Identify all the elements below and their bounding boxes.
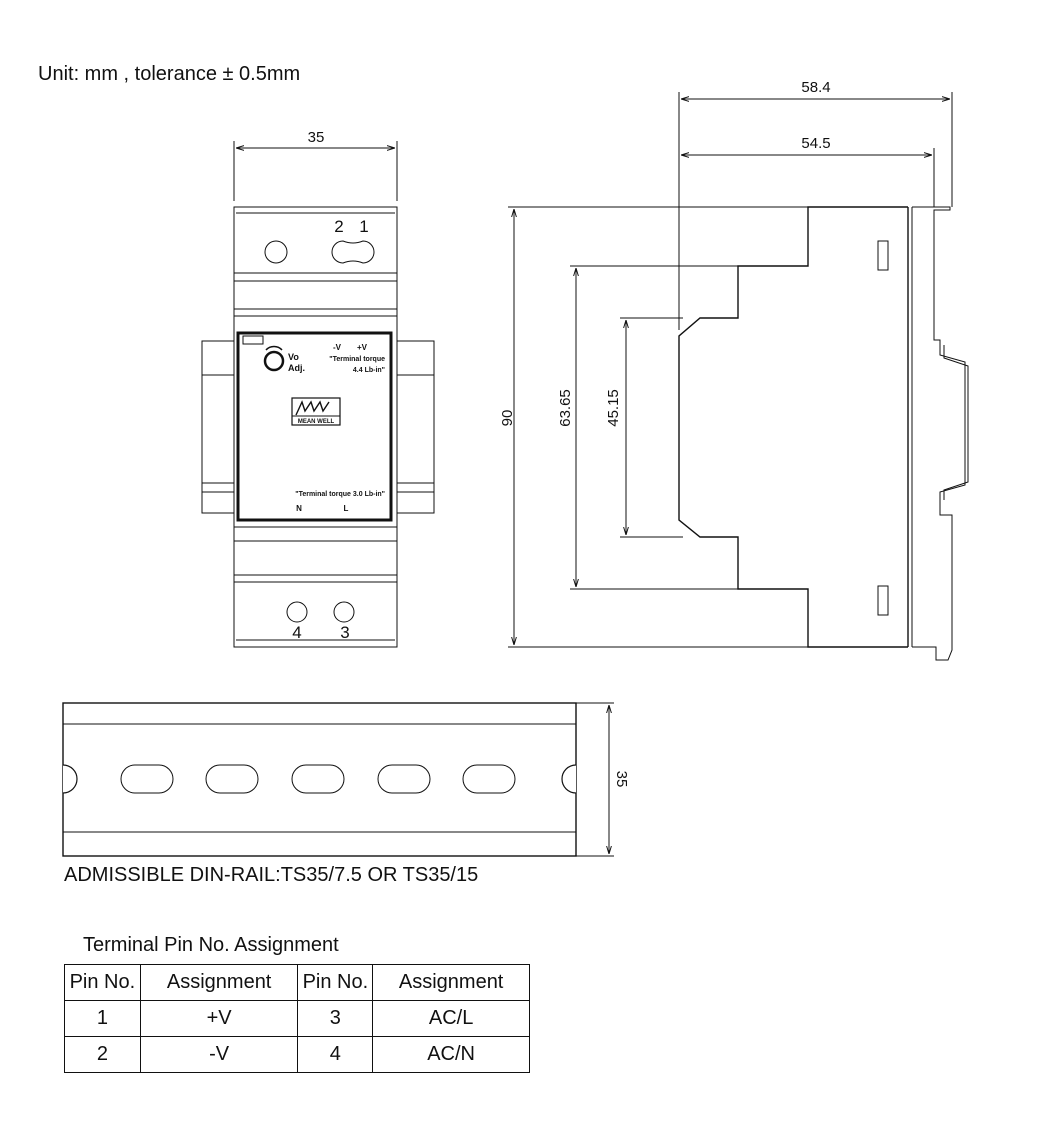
table-cell: 4 bbox=[297, 1036, 374, 1073]
terminal-label-1: 1 bbox=[359, 217, 368, 236]
vo-label: Vo bbox=[288, 352, 299, 362]
side-body-profile bbox=[678, 206, 908, 648]
header-cell: Pin No. bbox=[64, 964, 141, 1001]
unit-note: Unit: mm , tolerance ± 0.5mm bbox=[38, 63, 300, 85]
pin-table-title: Terminal Pin No. Assignment bbox=[83, 934, 339, 956]
din-rail-outline bbox=[62, 702, 577, 857]
side-slot-top bbox=[877, 240, 889, 271]
height-total-label: 90 bbox=[499, 410, 516, 427]
mean-well-logo-icon: MEAN WELL bbox=[291, 397, 341, 426]
side-view: 58.4 54.5 90 63.65 45.15 bbox=[499, 79, 969, 661]
table-header-row: Pin No. Assignment Pin No. Assignment bbox=[64, 964, 530, 1001]
rail-slot-3 bbox=[291, 764, 345, 794]
minus-v-label: -V bbox=[333, 343, 342, 352]
depth-total-label: 58.4 bbox=[801, 79, 830, 96]
table-cell: 3 bbox=[297, 1000, 374, 1037]
height-step-label: 63.65 bbox=[557, 389, 574, 427]
rail-height-label: 35 bbox=[613, 771, 630, 788]
table-cell: AC/L bbox=[372, 1000, 530, 1037]
terminal-label-4: 4 bbox=[292, 623, 301, 642]
table-cell: -V bbox=[139, 1036, 299, 1073]
rail-slot-5 bbox=[462, 764, 516, 794]
terminal-3-icon bbox=[333, 601, 355, 623]
table-cell: AC/N bbox=[372, 1036, 530, 1073]
header-cell: Pin No. bbox=[297, 964, 374, 1001]
din-rail-caption: ADMISSIBLE DIN-RAIL:TS35/7.5 OR TS35/15 bbox=[64, 864, 479, 886]
table-row: 1 +V 3 AC/L bbox=[64, 1000, 530, 1037]
front-label-panel bbox=[236, 331, 393, 522]
side-rail-clip bbox=[912, 206, 966, 661]
front-view: 35 2 1 Vo Adj. -V +V "Terminal torque 4 bbox=[201, 129, 435, 648]
pin-assignment-table: Pin No. Assignment Pin No. Assignment 1 … bbox=[64, 964, 530, 1073]
table-cell: 2 bbox=[64, 1036, 141, 1073]
torque-bottom-label: "Terminal torque 3.0 Lb-in" bbox=[295, 491, 385, 498]
l-label: L bbox=[344, 504, 349, 513]
terminal-label-3: 3 bbox=[340, 623, 349, 642]
side-slot-bottom bbox=[877, 585, 889, 616]
din-rail-view: 35 bbox=[62, 702, 630, 857]
torque-top-line-2: 4.4 Lb-in" bbox=[353, 367, 385, 374]
n-label: N bbox=[296, 504, 302, 513]
torque-top-line-1: "Terminal torque bbox=[329, 356, 385, 363]
depth-body-label: 54.5 bbox=[801, 135, 830, 152]
rail-slot-4 bbox=[377, 764, 431, 794]
vo-adjust-knob-icon bbox=[263, 350, 285, 372]
header-cell: Assignment bbox=[139, 964, 299, 1001]
table-cell: 1 bbox=[64, 1000, 141, 1037]
brand-text: MEAN WELL bbox=[298, 419, 335, 425]
table-row: 2 -V 4 AC/N bbox=[64, 1036, 530, 1073]
rail-slot-1 bbox=[120, 764, 174, 794]
header-cell: Assignment bbox=[372, 964, 530, 1001]
adj-label: Adj. bbox=[288, 363, 305, 373]
plus-v-label: +V bbox=[357, 343, 368, 352]
terminal-4-icon bbox=[286, 601, 308, 623]
height-inner-label: 45.15 bbox=[605, 389, 622, 427]
terminal-label-2: 2 bbox=[334, 217, 343, 236]
rail-slot-2 bbox=[205, 764, 259, 794]
front-width-dim-label: 35 bbox=[308, 129, 325, 146]
table-cell: +V bbox=[139, 1000, 299, 1037]
front-adjust-hole-icon bbox=[264, 240, 288, 264]
top-terminal-icon bbox=[331, 240, 375, 264]
